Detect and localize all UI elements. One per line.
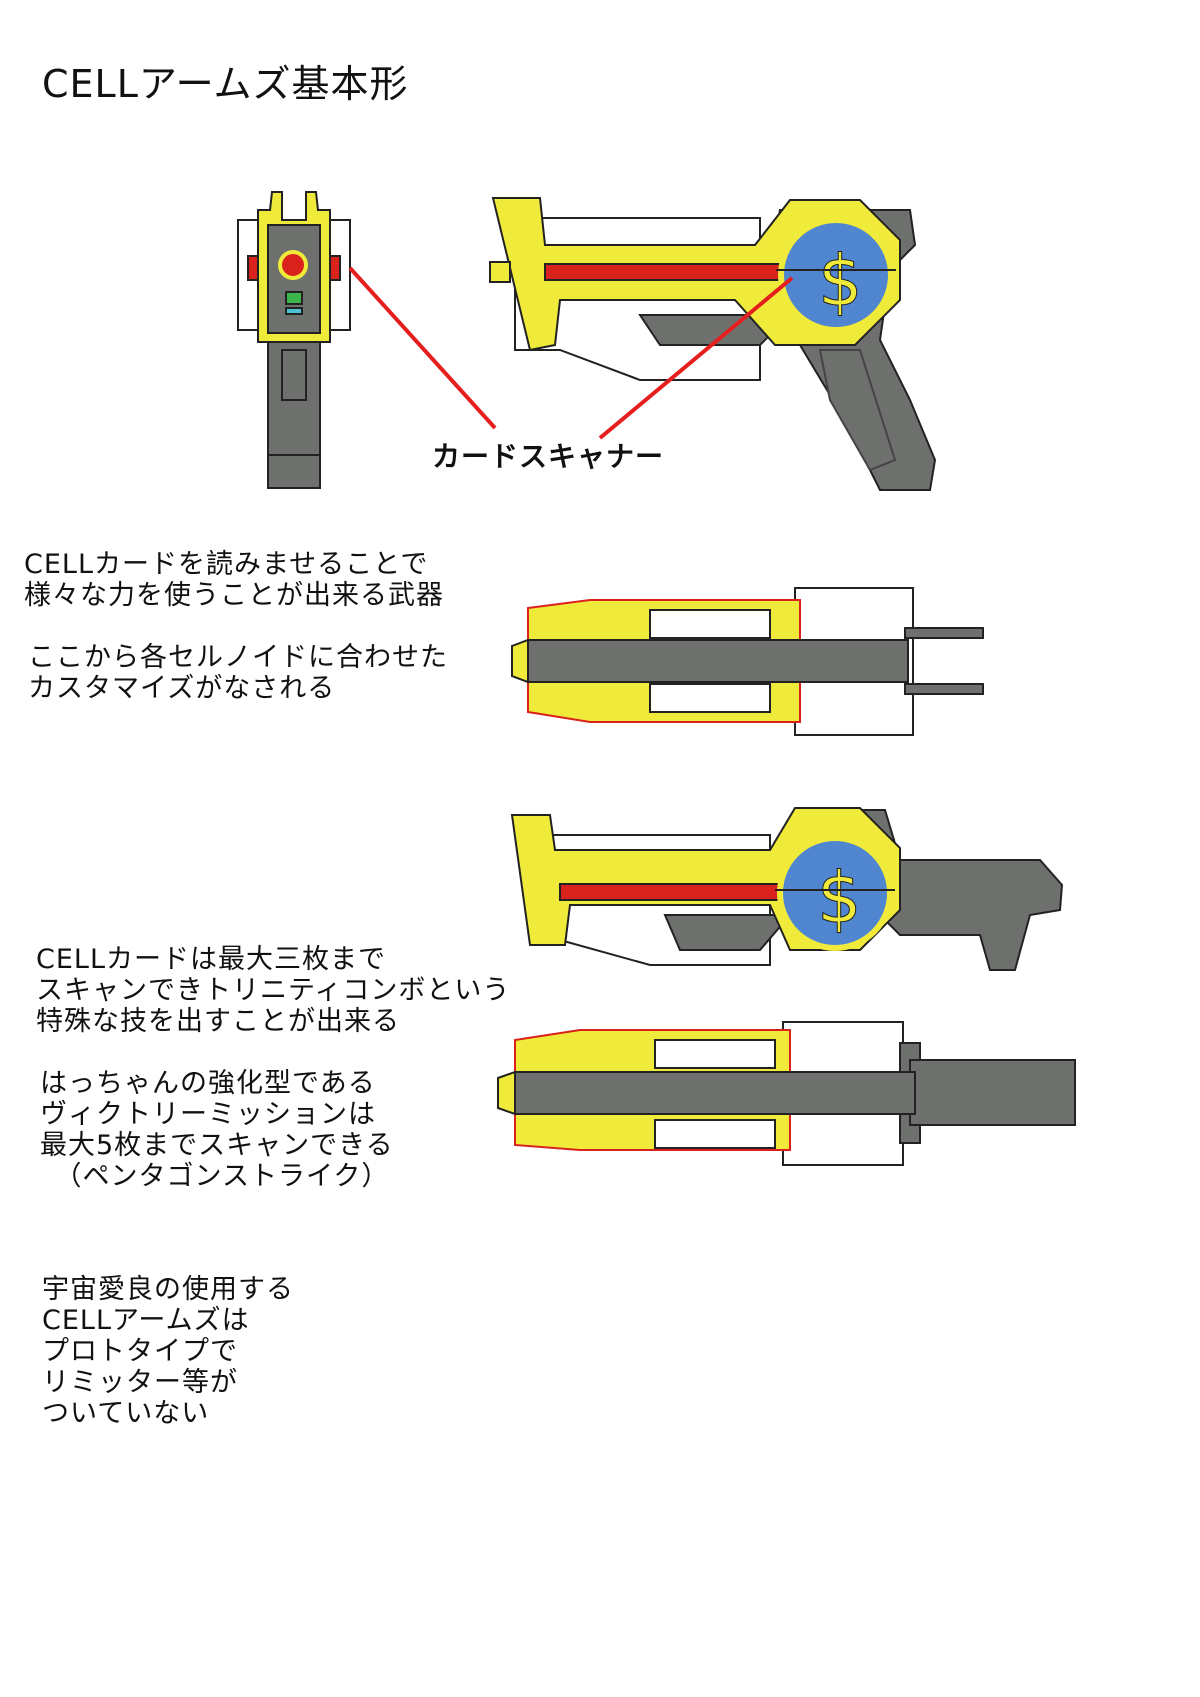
note-card-reading: CELLカードを読みませることで 様々な力を使うことが出来る武器 <box>24 549 444 611</box>
note-trinity-combo: CELLカードは最大三枚まで スキャンできトリニティコンボという 特殊な技を出す… <box>36 944 511 1037</box>
svg-text:$: $ <box>817 857 862 939</box>
card-scanner-label: カードスキャナー <box>432 440 665 473</box>
svg-text:$: $ <box>818 240 863 322</box>
side-view-drawing: $ <box>489 197 937 491</box>
side-view-drawing-2: $ <box>510 807 1064 971</box>
callout-lines <box>348 266 794 440</box>
note-prototype: 宇宙愛良の使用する CELLアームズは プロトタイプで リミッター等が ついてい… <box>42 1274 294 1429</box>
note-victory-mission: はっちゃんの強化型である ヴィクトリーミッションは 最大5枚までスキャンできる … <box>40 1068 394 1192</box>
page-title: CELLアームズ基本形 <box>42 62 409 106</box>
top-view-drawing <box>511 587 984 736</box>
front-view-drawing <box>237 191 351 489</box>
top-view-drawing-2 <box>497 1021 1076 1166</box>
note-customization: ここから各セルノイドに合わせた カスタマイズがなされる <box>28 642 448 704</box>
